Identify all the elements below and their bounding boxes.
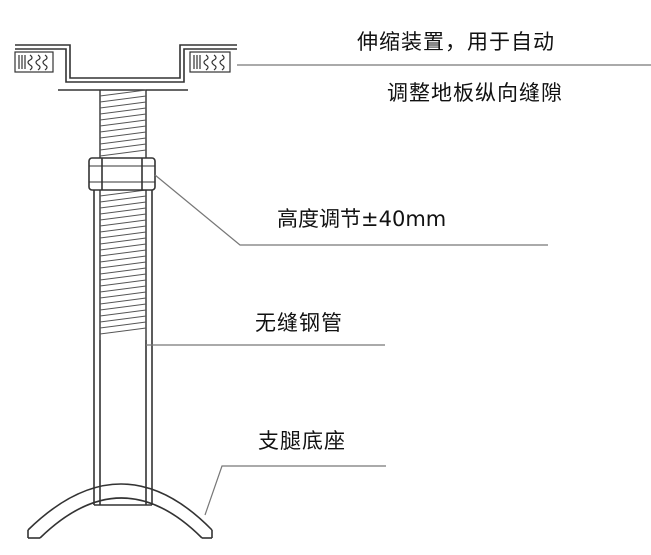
- thread-line: [99, 285, 147, 293]
- thread-line: [99, 267, 147, 275]
- adjustment-nut: [88, 157, 156, 191]
- thread-line: [99, 101, 147, 109]
- thread-line: [99, 95, 147, 103]
- label-device-line2: 调整地板纵向缝隙: [387, 81, 563, 105]
- thread-line: [99, 89, 147, 97]
- thread-line: [99, 189, 147, 197]
- thread-line: [99, 149, 147, 157]
- thread-line: [99, 201, 147, 209]
- thread-line: [99, 327, 147, 335]
- label-device-line1: 伸缩装置，用于自动: [357, 30, 555, 54]
- threaded-rod: [99, 90, 147, 340]
- thread-line: [99, 125, 147, 133]
- leader-base: [204, 465, 386, 516]
- leader-height: [154, 174, 548, 246]
- thread-line: [99, 321, 147, 329]
- left-spring-box: [14, 51, 54, 73]
- leader-lines: [146, 64, 651, 516]
- thread-line: [99, 143, 147, 151]
- thread-line: [99, 291, 147, 299]
- thread-line: [99, 225, 147, 233]
- thread-line: [99, 237, 147, 245]
- thread-line: [99, 243, 147, 251]
- thread-line: [99, 255, 147, 263]
- thread-line: [99, 279, 147, 287]
- label-height-adjust: 高度调节±40mm: [277, 207, 447, 231]
- thread-line: [99, 113, 147, 121]
- thread-line: [99, 219, 147, 227]
- thread-line: [99, 107, 147, 115]
- thread-line: [99, 249, 147, 257]
- label-leg-base: 支腿底座: [258, 429, 346, 453]
- thread-line: [99, 261, 147, 269]
- steel-tube: [93, 190, 153, 505]
- thread-line: [99, 315, 147, 323]
- thread-line: [99, 297, 147, 305]
- rod-threads-lower: [99, 189, 147, 335]
- rod-threads-upper: [99, 89, 147, 157]
- thread-line: [99, 131, 147, 139]
- right-spring-box: [189, 51, 231, 73]
- label-seamless-tube: 无缝钢管: [255, 311, 343, 335]
- thread-line: [99, 207, 147, 215]
- thread-line: [99, 213, 147, 221]
- thread-line: [99, 119, 147, 127]
- thread-line: [99, 195, 147, 203]
- thread-line: [99, 309, 147, 317]
- thread-line: [99, 231, 147, 239]
- leg-base: [27, 483, 213, 539]
- thread-line: [99, 303, 147, 311]
- top-channel: [15, 44, 237, 91]
- thread-line: [99, 273, 147, 281]
- thread-line: [99, 137, 147, 145]
